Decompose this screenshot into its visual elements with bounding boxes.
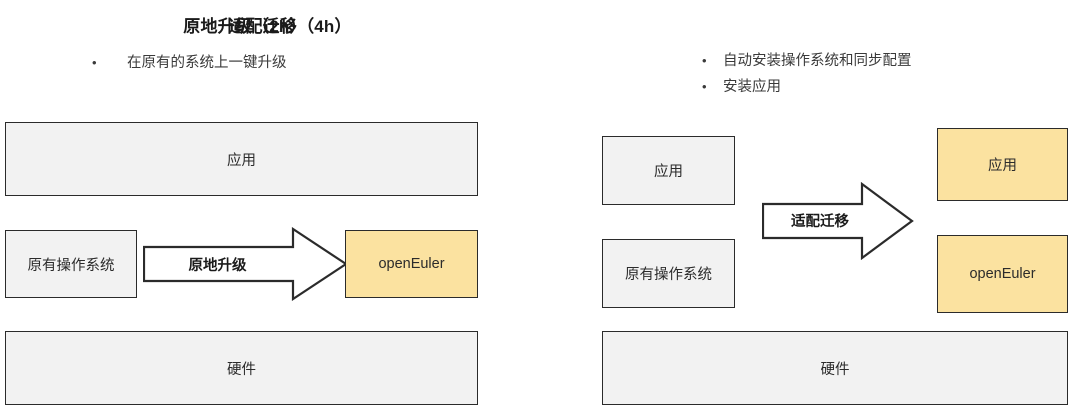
box-hardware-right: 硬件 [602, 331, 1068, 405]
box-application-left: 应用 [5, 122, 478, 196]
arrow-label-in-place-upgrade: 原地升级 [188, 258, 247, 274]
panel-title-in-place-upgrade: 原地升级（2h） [183, 17, 307, 36]
bullet-list-in-place-upgrade: • 在原有的系统上一键升级 [92, 50, 287, 76]
arrow-adaptive-migration: 适配迁移 [762, 182, 914, 260]
bullet-list-adaptive-migration: • 自动安装操作系统和同步配置 • 安装应用 [702, 48, 912, 100]
bullet-text: 安装应用 [723, 79, 781, 95]
bullet-item: • 自动安装操作系统和同步配置 [702, 48, 912, 74]
arrow-in-place-upgrade: 原地升级 [143, 227, 348, 301]
bullet-item: • 安装应用 [702, 74, 912, 100]
bullet-item: • 在原有的系统上一键升级 [92, 50, 287, 76]
box-legacy-os-left: 原有操作系统 [5, 230, 137, 298]
arrow-label-adaptive-migration: 适配迁移 [791, 214, 849, 230]
bullet-text: 在原有的系统上一键升级 [127, 55, 287, 71]
bullet-dot-icon: • [92, 55, 97, 70]
bullet-dot-icon: • [702, 53, 707, 68]
box-openeuler-left: openEuler [345, 230, 478, 298]
panel-title-adaptive-migration: 适配迁移（4h） [228, 17, 352, 36]
box-openeuler-right: openEuler [937, 235, 1068, 313]
box-hardware-left: 硬件 [5, 331, 478, 405]
box-application-target-right: 应用 [937, 128, 1068, 201]
panel-in-place-upgrade: 原地升级（2h） • 在原有的系统上一键升级 应用 原有操作系统 原地升级 op… [5, 17, 478, 405]
box-legacy-os-right: 原有操作系统 [602, 239, 735, 308]
bullet-text: 自动安装操作系统和同步配置 [723, 53, 912, 69]
bullet-dot-icon: • [702, 79, 707, 94]
box-application-source-right: 应用 [602, 136, 735, 205]
